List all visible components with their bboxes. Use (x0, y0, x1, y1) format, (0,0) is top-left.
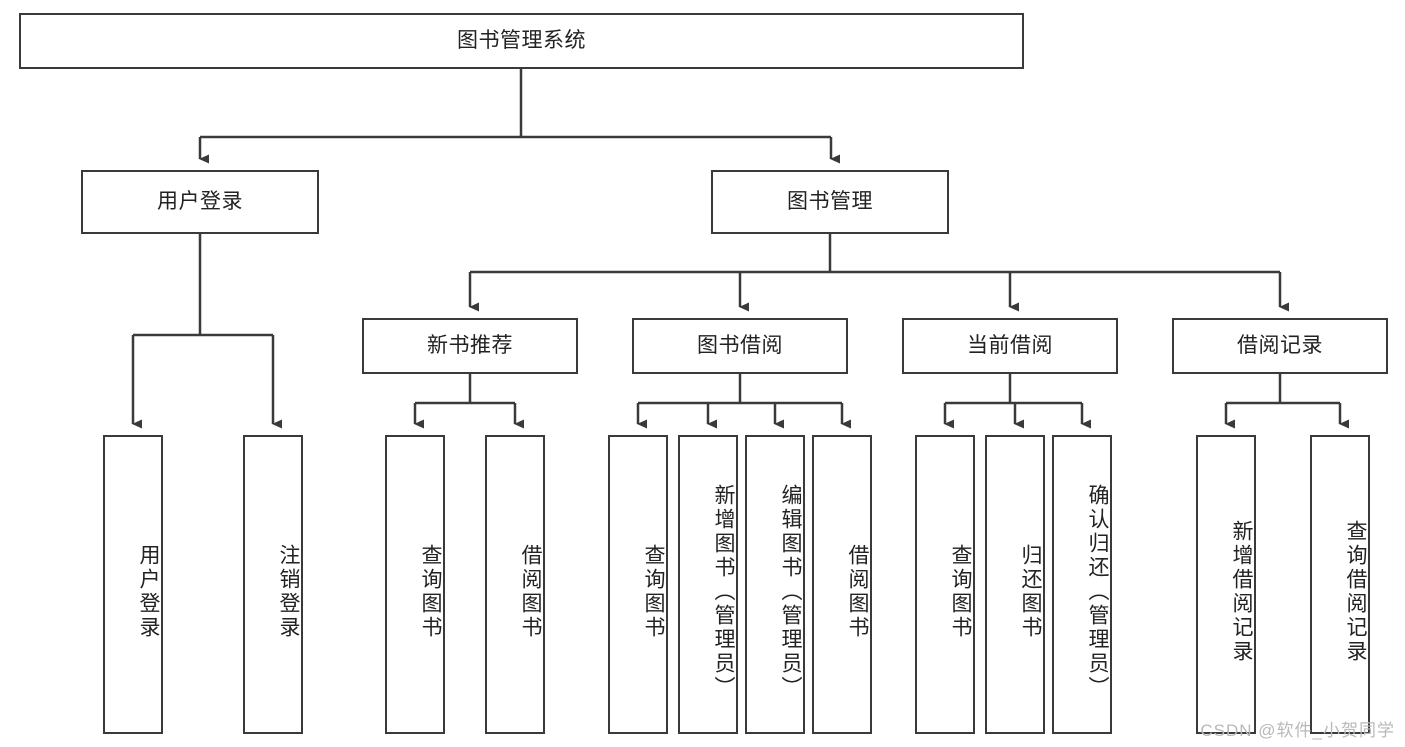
node-leaf-borrow-book-recommend-label: 借阅图书 (519, 543, 542, 640)
node-book-borrow-label: 图书借阅 (697, 334, 783, 358)
node-book-management-label: 图书管理 (787, 190, 873, 214)
node-current-borrow[interactable]: 当前借阅 (902, 318, 1118, 374)
node-leaf-add-borrow-record[interactable]: 新增借阅记录 (1196, 435, 1256, 734)
node-user-login[interactable]: 用户登录 (81, 170, 319, 234)
node-current-borrow-label: 当前借阅 (967, 334, 1053, 358)
node-leaf-confirm-return-admin-label: 确认归还（管理员） (1086, 483, 1109, 700)
node-leaf-user-login[interactable]: 用户登录 (103, 435, 163, 734)
node-user-login-label: 用户登录 (157, 190, 243, 214)
node-leaf-logout[interactable]: 注销登录 (243, 435, 303, 734)
node-leaf-query-borrow-record-label: 查询借阅记录 (1344, 519, 1367, 664)
node-leaf-query-book-recommend[interactable]: 查询图书 (385, 435, 445, 734)
node-root[interactable]: 图书管理系统 (19, 13, 1024, 69)
node-leaf-return-book-label: 归还图书 (1019, 543, 1042, 640)
node-leaf-logout-label: 注销登录 (277, 543, 300, 640)
node-book-management[interactable]: 图书管理 (711, 170, 949, 234)
node-leaf-user-login-label: 用户登录 (137, 543, 160, 640)
node-leaf-borrow-book-label: 借阅图书 (846, 543, 869, 640)
node-leaf-query-borrow-record[interactable]: 查询借阅记录 (1310, 435, 1370, 734)
node-leaf-confirm-return-admin[interactable]: 确认归还（管理员） (1052, 435, 1112, 734)
node-leaf-add-book-admin-label: 新增图书（管理员） (712, 483, 735, 700)
node-root-label: 图书管理系统 (457, 29, 586, 53)
node-leaf-borrow-book-recommend[interactable]: 借阅图书 (485, 435, 545, 734)
node-borrow-record-label: 借阅记录 (1237, 334, 1323, 358)
node-leaf-borrow-book[interactable]: 借阅图书 (812, 435, 872, 734)
node-leaf-add-borrow-record-label: 新增借阅记录 (1230, 519, 1253, 664)
node-borrow-record[interactable]: 借阅记录 (1172, 318, 1388, 374)
node-book-borrow[interactable]: 图书借阅 (632, 318, 848, 374)
node-leaf-query-book-borrow-label: 查询图书 (642, 543, 665, 640)
node-leaf-query-book-borrow[interactable]: 查询图书 (608, 435, 668, 734)
node-leaf-query-book-recommend-label: 查询图书 (419, 543, 442, 640)
node-leaf-edit-book-admin[interactable]: 编辑图书（管理员） (745, 435, 805, 734)
node-new-book-recommend[interactable]: 新书推荐 (362, 318, 578, 374)
node-leaf-query-book-current-label: 查询图书 (949, 543, 972, 640)
node-leaf-edit-book-admin-label: 编辑图书（管理员） (779, 483, 802, 700)
node-leaf-add-book-admin[interactable]: 新增图书（管理员） (678, 435, 738, 734)
node-leaf-return-book[interactable]: 归还图书 (985, 435, 1045, 734)
node-new-book-recommend-label: 新书推荐 (427, 334, 513, 358)
node-leaf-query-book-current[interactable]: 查询图书 (915, 435, 975, 734)
